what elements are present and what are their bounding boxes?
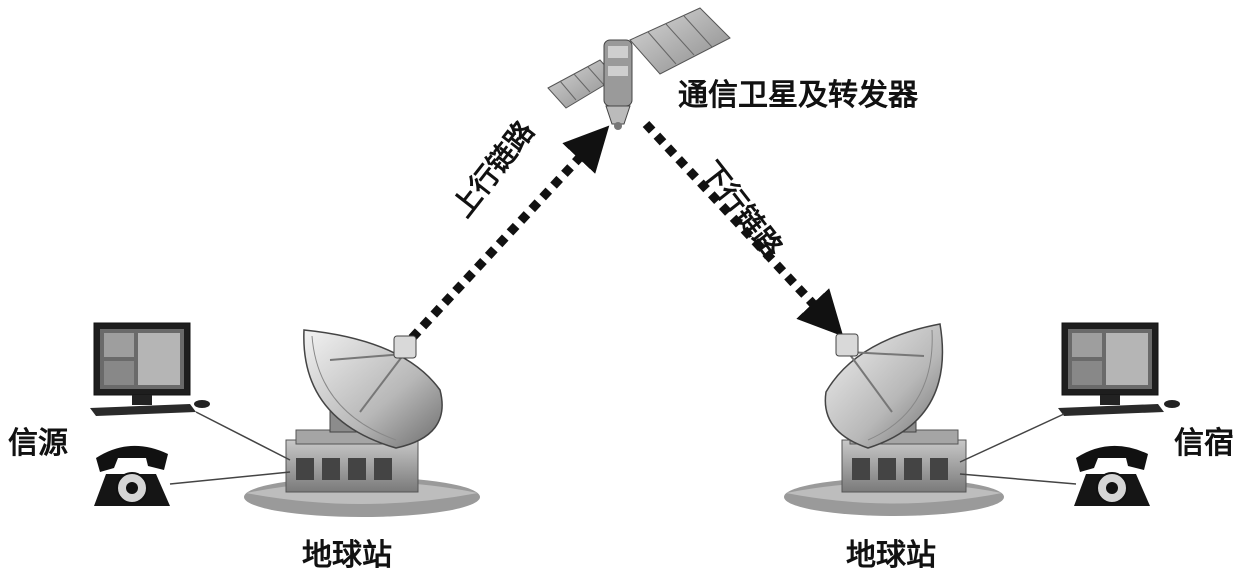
source-label: 信源 (8, 426, 68, 461)
uplink-arrow (408, 125, 610, 342)
satellite-icon (547, 7, 731, 130)
earth-station-right-label: 地球站 (846, 538, 936, 573)
computer-right-icon (1058, 322, 1180, 416)
downlink-arrow (642, 120, 844, 337)
telephone-right-icon (1074, 445, 1150, 506)
earth-station-right-icon (784, 323, 1004, 516)
earth-station-left-label: 地球站 (302, 538, 392, 573)
earth-station-left-icon (244, 329, 480, 517)
telephone-left-icon (94, 445, 170, 506)
computer-left-icon (90, 322, 210, 416)
sink-label: 信宿 (1174, 426, 1234, 461)
satellite-label: 通信卫星及转发器 (678, 78, 918, 113)
